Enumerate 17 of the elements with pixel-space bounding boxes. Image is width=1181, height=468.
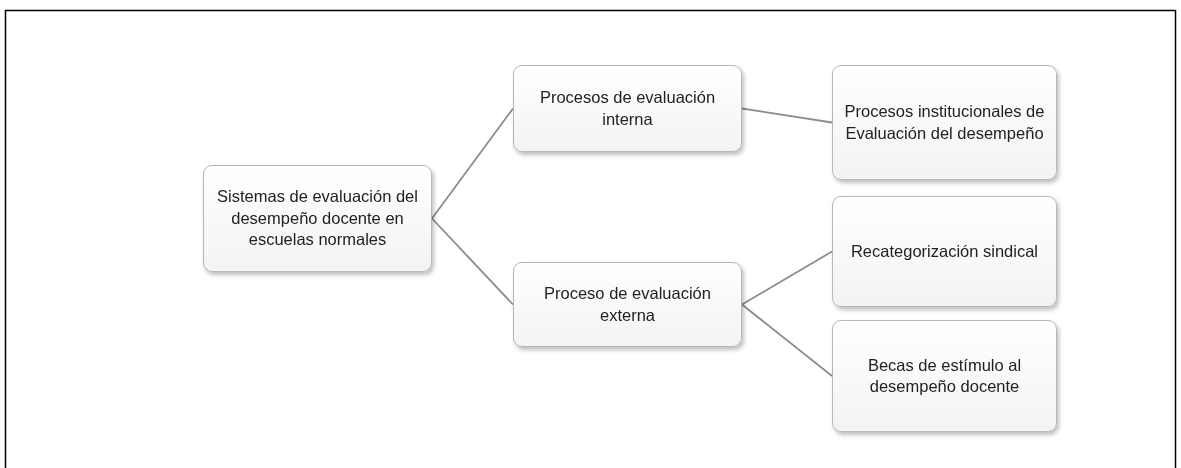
process-box bbox=[203, 165, 432, 272]
process-box bbox=[513, 65, 742, 152]
connector-line bbox=[431, 107, 514, 220]
process-box bbox=[832, 320, 1057, 432]
box-label: Recategorización sindical bbox=[850, 240, 1039, 262]
box-label: Procesos de evaluación interna bbox=[538, 87, 717, 130]
connector-line bbox=[741, 250, 833, 306]
connector-line bbox=[741, 107, 833, 124]
box-label: Becas de estímulo al desempeño docente bbox=[866, 354, 1023, 397]
connector-line bbox=[431, 217, 514, 306]
box-label: Proceso de evaluación externa bbox=[543, 283, 712, 326]
process-box bbox=[832, 65, 1057, 180]
process-box bbox=[832, 196, 1057, 307]
box-label: Procesos institucionales de Evaluación del desempeño bbox=[843, 101, 1046, 144]
process-box bbox=[513, 262, 742, 347]
box-label: Sistemas de evaluación del desempeño docente en escuelas normales bbox=[216, 186, 419, 251]
connector-line bbox=[741, 303, 833, 377]
